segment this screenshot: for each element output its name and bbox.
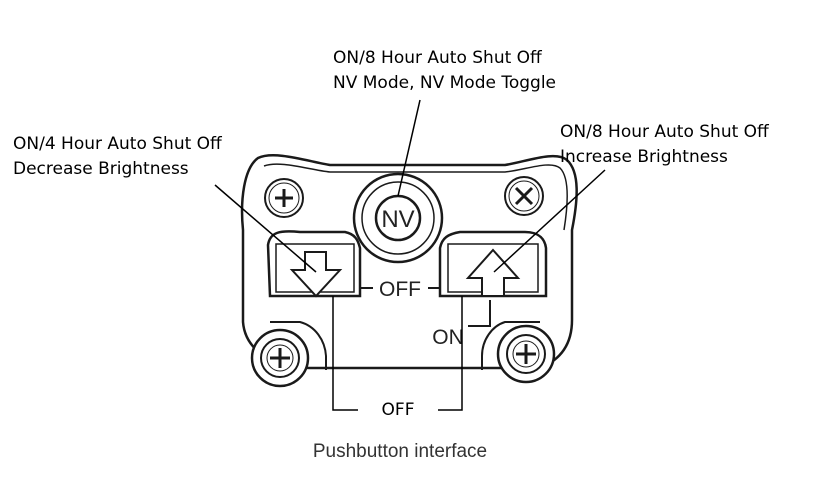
nv-button[interactable]: NV: [352, 172, 444, 264]
leader-down: [214, 184, 317, 273]
off-combo-callout: OFF: [381, 400, 415, 420]
off-marking: OFF: [379, 278, 421, 301]
nv-button-callout: ON/8 Hour Auto Shut Off NV Mode, NV Mode…: [333, 46, 556, 96]
down-button-callout: ON/4 Hour Auto Shut Off Decrease Brightn…: [13, 132, 222, 182]
off-combo-bracket: [332, 296, 463, 411]
up-callout-line1: ON/8 Hour Auto Shut Off: [560, 122, 769, 142]
phillips-screw-icon: [496, 324, 556, 384]
nv-callout-line1: ON/8 Hour Auto Shut Off: [333, 48, 542, 68]
on-marking-bracket: [468, 300, 491, 327]
up-callout-line2: Increase Brightness: [560, 147, 728, 167]
up-arrow-icon: [465, 248, 521, 297]
up-button-callout: ON/8 Hour Auto Shut Off Increase Brightn…: [560, 120, 769, 170]
lower-housing: [270, 321, 540, 370]
figure-caption: Pushbutton interface: [312, 441, 488, 462]
on-marking: ON: [432, 326, 464, 349]
down-button[interactable]: [266, 230, 362, 298]
down-callout-line2: Decrease Brightness: [13, 159, 189, 179]
leader-nv: [397, 99, 421, 197]
leader-up: [493, 169, 606, 273]
down-arrow-icon: [289, 251, 343, 298]
phillips-screw-icon: [504, 176, 544, 216]
nv-button-text: NV: [381, 206, 414, 233]
nv-callout-line2: NV Mode, NV Mode Toggle: [333, 73, 557, 93]
housing-outline: [240, 154, 578, 370]
phillips-screw-icon: [250, 328, 310, 388]
up-button[interactable]: [438, 230, 548, 298]
down-callout-line1: ON/4 Hour Auto Shut Off: [13, 134, 222, 154]
housing-inner-outline: [263, 163, 569, 231]
phillips-screw-icon: [264, 178, 304, 218]
